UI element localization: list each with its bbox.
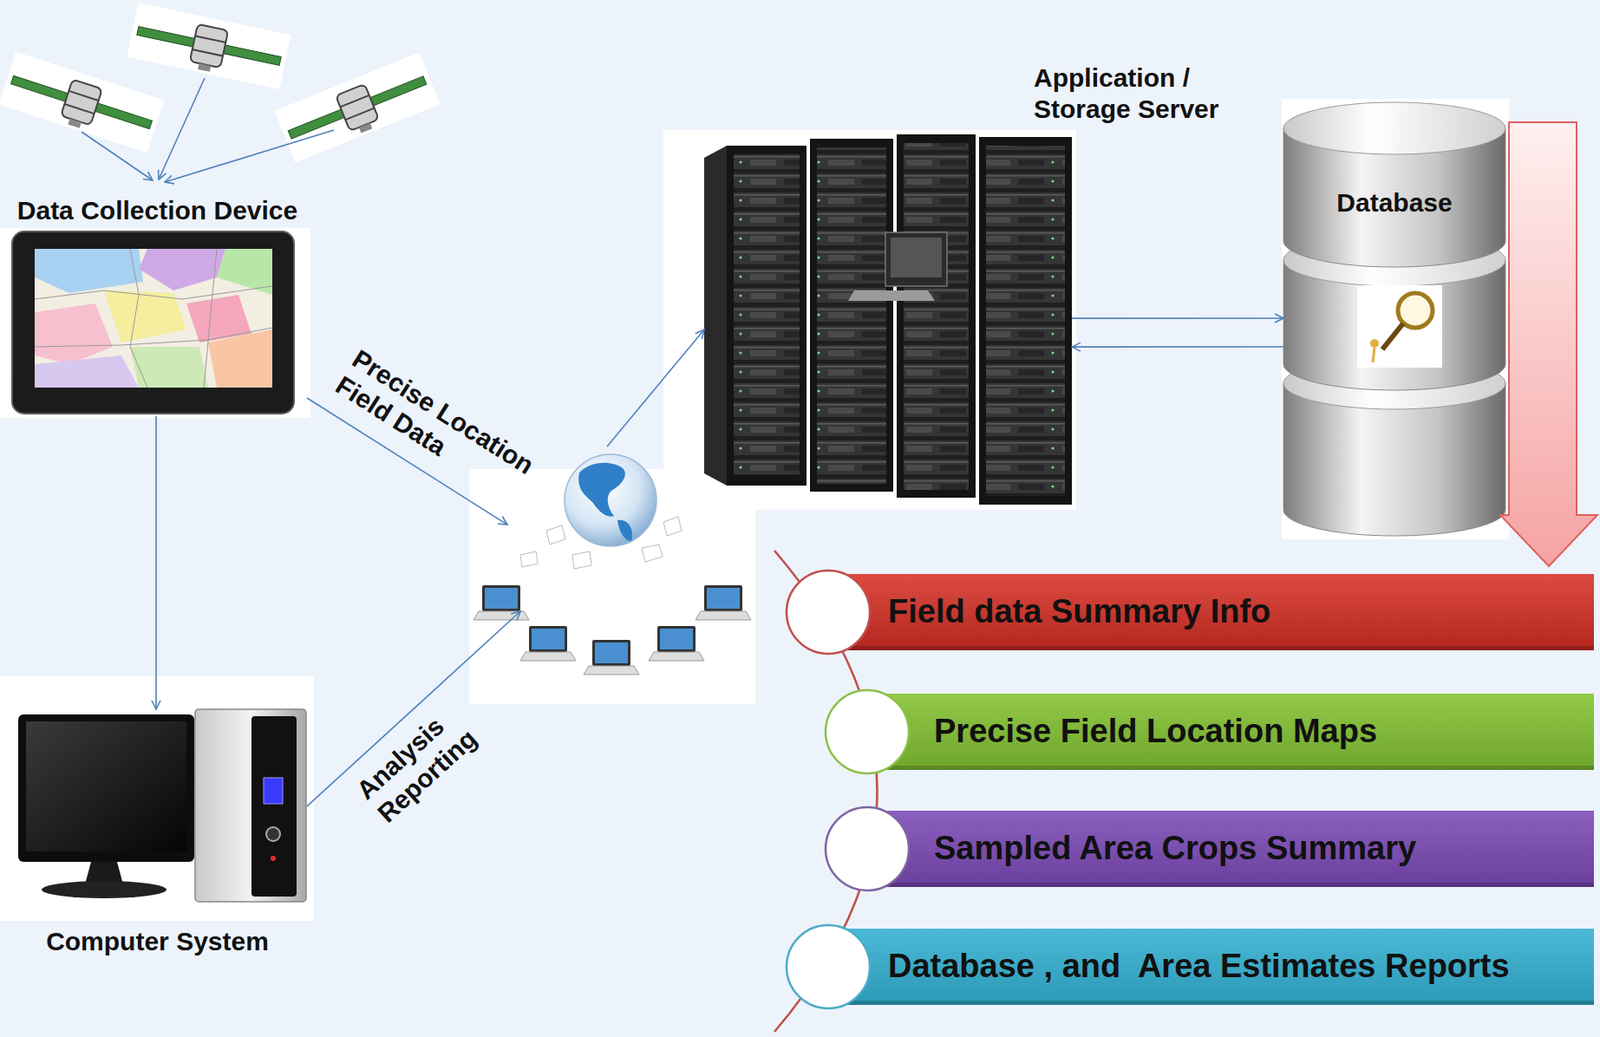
band-bar bbox=[867, 693, 1594, 771]
list-band: Precise Field Location Maps bbox=[821, 685, 1594, 778]
band-label: Field data Summary Info bbox=[888, 592, 1271, 633]
band-label: Database , and Area Estimates Reports bbox=[888, 946, 1510, 987]
band-shadow bbox=[828, 646, 1594, 651]
band-bar bbox=[828, 928, 1594, 1006]
band-bar bbox=[828, 574, 1594, 651]
node-label: Data Collection Device bbox=[17, 195, 298, 227]
edge-label: Precise Location Field Data bbox=[330, 343, 555, 517]
band-circle bbox=[786, 925, 870, 1009]
band-bar bbox=[867, 810, 1594, 888]
band-circle bbox=[825, 690, 909, 774]
list-band: Database , and Area Estimates Reports bbox=[782, 920, 1594, 1013]
computer-node: Computer System bbox=[7, 709, 307, 961]
edge-label: Analysis Reporting bbox=[350, 666, 521, 830]
connector-arrow bbox=[155, 416, 157, 710]
node-label: Computer System bbox=[45, 926, 269, 958]
server-node: Application / Storage Server bbox=[704, 102, 1072, 505]
device-node: Data Collection Device bbox=[7, 195, 307, 417]
database-node: Database bbox=[1283, 102, 1506, 536]
band-shadow bbox=[867, 765, 1594, 771]
connector-arrow bbox=[607, 329, 705, 447]
connector-arrow bbox=[1071, 346, 1284, 348]
band-shadow bbox=[828, 1000, 1594, 1006]
list-band: Sampled Area Crops Summary bbox=[821, 803, 1594, 895]
band-circle bbox=[786, 570, 870, 654]
node-label: Database bbox=[1336, 187, 1452, 219]
connector-arrow bbox=[1071, 317, 1284, 320]
node-label: Application / Storage Server bbox=[1033, 62, 1234, 125]
band-circle bbox=[825, 807, 909, 891]
band-shadow bbox=[867, 882, 1594, 888]
band-label: Precise Field Location Maps bbox=[933, 711, 1378, 752]
band-label: Sampled Area Crops Summary bbox=[933, 829, 1417, 869]
list-band: Field data Summary Info bbox=[782, 566, 1594, 659]
